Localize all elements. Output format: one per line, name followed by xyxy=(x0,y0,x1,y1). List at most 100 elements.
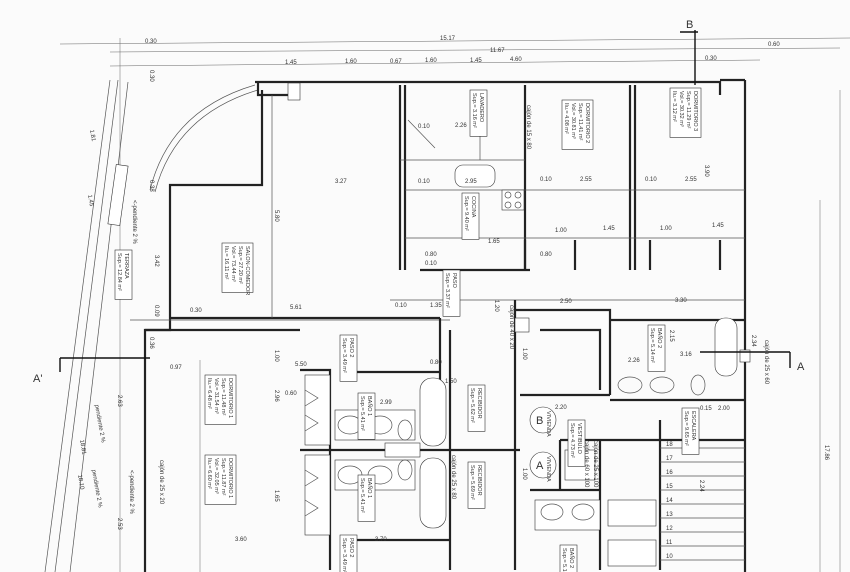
room-label-box xyxy=(467,384,486,432)
dimension-label: 1.65 xyxy=(273,490,279,502)
dimension-label: 1.20 xyxy=(493,300,499,312)
room-label-box xyxy=(567,419,586,467)
dimension-label: 2.34 xyxy=(750,335,756,347)
dimension-label: 0.67 xyxy=(390,59,402,65)
plan-note: cajón de 25 x 80 xyxy=(450,455,456,500)
dimension-label: 3.30 xyxy=(675,298,687,304)
room-label-line: Sup.= 9.40 m² xyxy=(463,196,469,231)
dimension-label: 1.00 xyxy=(660,226,672,232)
dimension-label: 0.30 xyxy=(190,308,202,314)
room-label-line: Sup.= 27.20 m² xyxy=(237,246,243,284)
room-label-line: DORMITORIO 3 xyxy=(692,91,698,131)
dimension-label: 1.45 xyxy=(603,226,615,232)
room-label-box xyxy=(647,324,666,372)
room-label-line: Ilu.= 4.08 m² xyxy=(563,103,569,134)
room-label-box xyxy=(204,454,237,505)
dimension-label: 1.81 xyxy=(88,129,96,142)
room-label-line: RECIBIDOR xyxy=(476,388,482,419)
dimension-label: 1.45 xyxy=(712,223,724,229)
room-label-line: COCINA xyxy=(470,196,476,218)
room-label-line: Vol.= 32.05 m³ xyxy=(213,458,219,494)
dimension-label: 0.97 xyxy=(170,365,182,371)
unit-circle xyxy=(529,451,557,479)
room-label-box xyxy=(442,269,461,317)
room-label-line: Ilu.= 6.48 m² xyxy=(206,378,212,409)
dimension-label: 3.27 xyxy=(335,179,347,185)
dimension-label: 1.35 xyxy=(430,303,442,309)
dimension-label: 2.00 xyxy=(718,406,730,412)
unit-label: VIVIENDA xyxy=(545,411,551,437)
dimension-label: 0.30 xyxy=(145,39,157,45)
room-label-line: RECIBIDOR xyxy=(476,465,482,496)
room-label-line: Sup.= 11.87 m² xyxy=(220,458,226,496)
dimension-label: 0.36 xyxy=(148,337,154,349)
section-mark-a: A xyxy=(797,361,805,373)
room-label-line: Sup.= 5.14 m² xyxy=(561,548,567,572)
plan-notes: <-pendiente 2 %pendiente 2 %pendiente 2 … xyxy=(90,105,769,515)
plan-note: <-pendiente 2 % xyxy=(128,470,134,515)
room-label-line: Sup.= 5.69 m² xyxy=(469,465,475,500)
dimension-label: 1.00 xyxy=(273,350,279,362)
dimension-label: 0.38 xyxy=(148,180,154,192)
dimension-label: 2.55 xyxy=(580,177,592,183)
dimension-label: 2.53 xyxy=(116,518,122,530)
room-label-line: Sup.= 11.29 m² xyxy=(685,91,691,129)
room-label-box xyxy=(561,99,594,150)
room-label-line: Sup.= 5.62 m² xyxy=(469,388,475,423)
dimension-label: 0.30 xyxy=(148,70,154,82)
dimension-label: 0.10 xyxy=(418,124,430,130)
dimension-label: 0.10 xyxy=(425,261,437,267)
plan-note: cajón de 25 x 60 xyxy=(763,340,769,385)
dimension-label: 11.67 xyxy=(490,48,505,54)
stair-step-number: 15 xyxy=(666,484,673,490)
room-label-box xyxy=(357,474,376,522)
room-label-line: BAÑO 2 xyxy=(568,548,575,568)
room-label-line: TERRAZA xyxy=(123,253,129,279)
dimension-label: 0.09 xyxy=(153,305,159,317)
unit-letter: B xyxy=(536,415,543,427)
stair-step-number: 14 xyxy=(666,498,673,504)
room-label-box xyxy=(469,89,488,137)
room-label-box xyxy=(461,192,480,240)
stair-step-number: 12 xyxy=(666,526,673,532)
dimension-label: 0.60 xyxy=(768,42,780,48)
room-label-line: Vol.= 30.81 m³ xyxy=(570,103,576,139)
dimension-label: 0.10 xyxy=(395,303,407,309)
room-label-line: BAÑO 2 xyxy=(656,328,663,348)
room-label-line: Sup.= 3.16 m² xyxy=(471,93,477,128)
dimension-label: 0.80 xyxy=(540,252,552,258)
dimension-label: 2.26 xyxy=(455,123,467,129)
room-label-line: Sup.= 5.14 m² xyxy=(649,328,655,363)
room-label-line: LAVADERO xyxy=(478,93,484,123)
room-label-line: Sup.= 3.49 m² xyxy=(341,338,347,373)
stair-step-number: 11 xyxy=(666,540,673,546)
room-label-line: Ilu.= 3.12 m² xyxy=(671,91,677,122)
dimension-label: 2.24 xyxy=(698,480,704,492)
room-label-box xyxy=(339,334,358,382)
dimension-label: 2.55 xyxy=(685,177,697,183)
dimension-label: 1.00 xyxy=(521,468,527,480)
dimension-label: 3.16 xyxy=(680,352,692,358)
dimension-label: 1.45 xyxy=(470,58,482,64)
stair-step-number: 13 xyxy=(666,512,673,518)
room-label-line: Sup.= 4.73 m² xyxy=(569,423,575,458)
dimension-label: 1.00 xyxy=(521,348,527,360)
dimension-label: 18.81 xyxy=(78,439,87,455)
room-label-box xyxy=(669,87,702,138)
room-label-line: Ilu.= 16.11 m² xyxy=(223,246,229,280)
plan-linework xyxy=(44,30,850,572)
